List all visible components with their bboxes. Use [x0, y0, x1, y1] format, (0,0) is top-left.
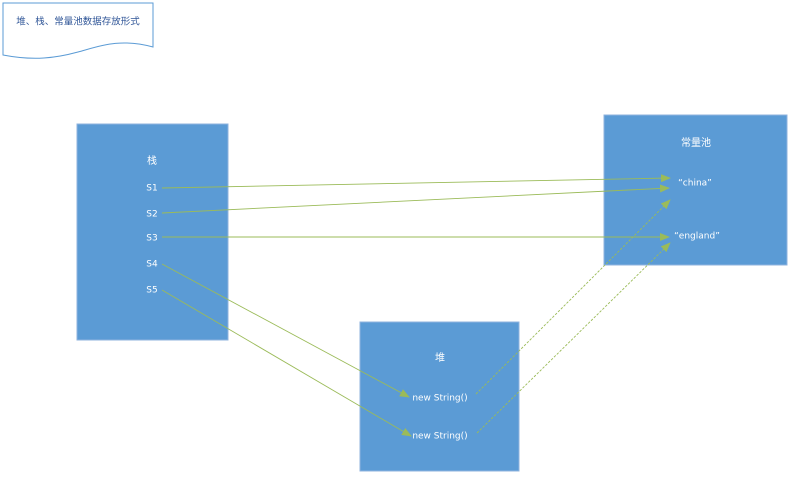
document-shape-outline [2, 2, 154, 59]
stack-title: 栈 [147, 154, 157, 167]
stack-item-s4: S4 [146, 260, 158, 270]
constant-pool-value-china: “china” [678, 179, 712, 189]
stack-rect [76, 123, 229, 341]
heap-object-1: new String() [412, 394, 467, 404]
arrow-heap-object-1-to-china [475, 199, 671, 395]
stack-box: 栈 S1 S2 S3 S4 S5 [76, 123, 229, 341]
constant-pool-value-england: “england” [674, 232, 720, 242]
arrow-s4-to-heap-object-1 [161, 263, 410, 398]
stack-item-s1: S1 [146, 184, 157, 194]
heap-rect [359, 321, 520, 472]
constant-pool-title: 常量池 [681, 136, 711, 149]
diagram-title: 堆、栈、常量池数据存放形式 [16, 16, 140, 28]
arrow-heap-object-2-to-england [476, 242, 671, 434]
heap-title: 堆 [435, 352, 445, 364]
arrow-s2-to-china [161, 184, 670, 214]
arrow-s1-to-china [161, 174, 671, 189]
stack-item-s2: S2 [146, 210, 157, 220]
arrow-s5-to-heap-object-2 [161, 289, 412, 437]
stack-item-s3: S3 [146, 234, 157, 244]
heap-object-2: new String() [412, 432, 467, 442]
heap-box: 堆 new String() new String() [359, 321, 520, 472]
title-document-shape: 堆、栈、常量池数据存放形式 [2, 2, 154, 59]
stack-item-s5: S5 [146, 286, 157, 296]
